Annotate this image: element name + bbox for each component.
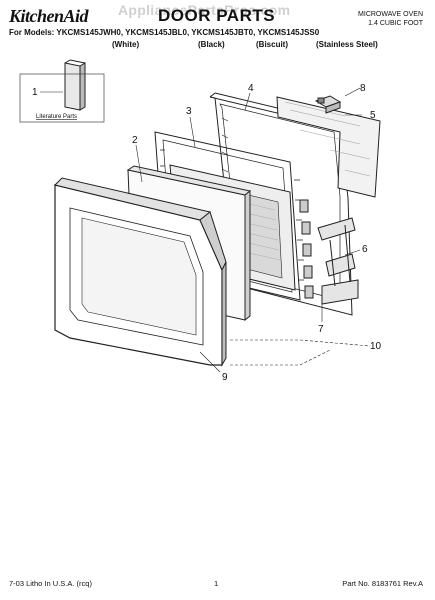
color-black: (Black) bbox=[198, 40, 225, 49]
callout-8: 8 bbox=[360, 83, 366, 94]
color-biscuit: (Biscuit) bbox=[256, 40, 288, 49]
callout-10: 10 bbox=[370, 341, 382, 352]
callout-9: 9 bbox=[222, 372, 228, 383]
color-stainless: (Stainless Steel) bbox=[316, 40, 378, 49]
literature-label: Literature Parts bbox=[36, 114, 77, 120]
footer-part-number: Part No. 8183761 Rev.A bbox=[342, 579, 423, 588]
callout-4: 4 bbox=[248, 83, 254, 94]
callout-6: 6 bbox=[362, 244, 368, 255]
oven-info: MICROWAVE OVEN 1.4 CUBIC FOOT bbox=[358, 10, 423, 28]
callout-leaders bbox=[40, 87, 371, 373]
door-hinge-arms bbox=[317, 217, 359, 305]
model-list: For Models: YKCMS145JWH0, YKCMS145JBL0, … bbox=[9, 28, 320, 37]
color-white: (White) bbox=[112, 40, 140, 49]
door-front-frame bbox=[54, 177, 227, 367]
callout-5: 5 bbox=[370, 110, 376, 121]
oven-type: MICROWAVE OVEN bbox=[358, 11, 423, 18]
callout-1: 1 bbox=[32, 87, 38, 98]
footer-litho: 7-03 Litho In U.S.A. (rcq) bbox=[9, 579, 92, 588]
page-title: DOOR PARTS bbox=[158, 6, 276, 25]
literature-parts-booklet bbox=[64, 59, 86, 111]
oven-capacity: 1.4 CUBIC FOOT bbox=[368, 20, 423, 27]
callout-2: 2 bbox=[132, 135, 138, 146]
door-glass-panel bbox=[276, 96, 381, 198]
callout-numbers: 1 2 3 4 5 6 7 8 9 10 bbox=[32, 83, 382, 383]
door-latch-bracket bbox=[314, 95, 342, 114]
callout-3: 3 bbox=[186, 106, 192, 117]
brand-logo: KitchenAid bbox=[9, 6, 89, 26]
callout-7: 7 bbox=[318, 324, 324, 335]
watermark: AppliancePartsPros.com bbox=[118, 2, 291, 18]
footer-page-number: 1 bbox=[214, 579, 219, 588]
